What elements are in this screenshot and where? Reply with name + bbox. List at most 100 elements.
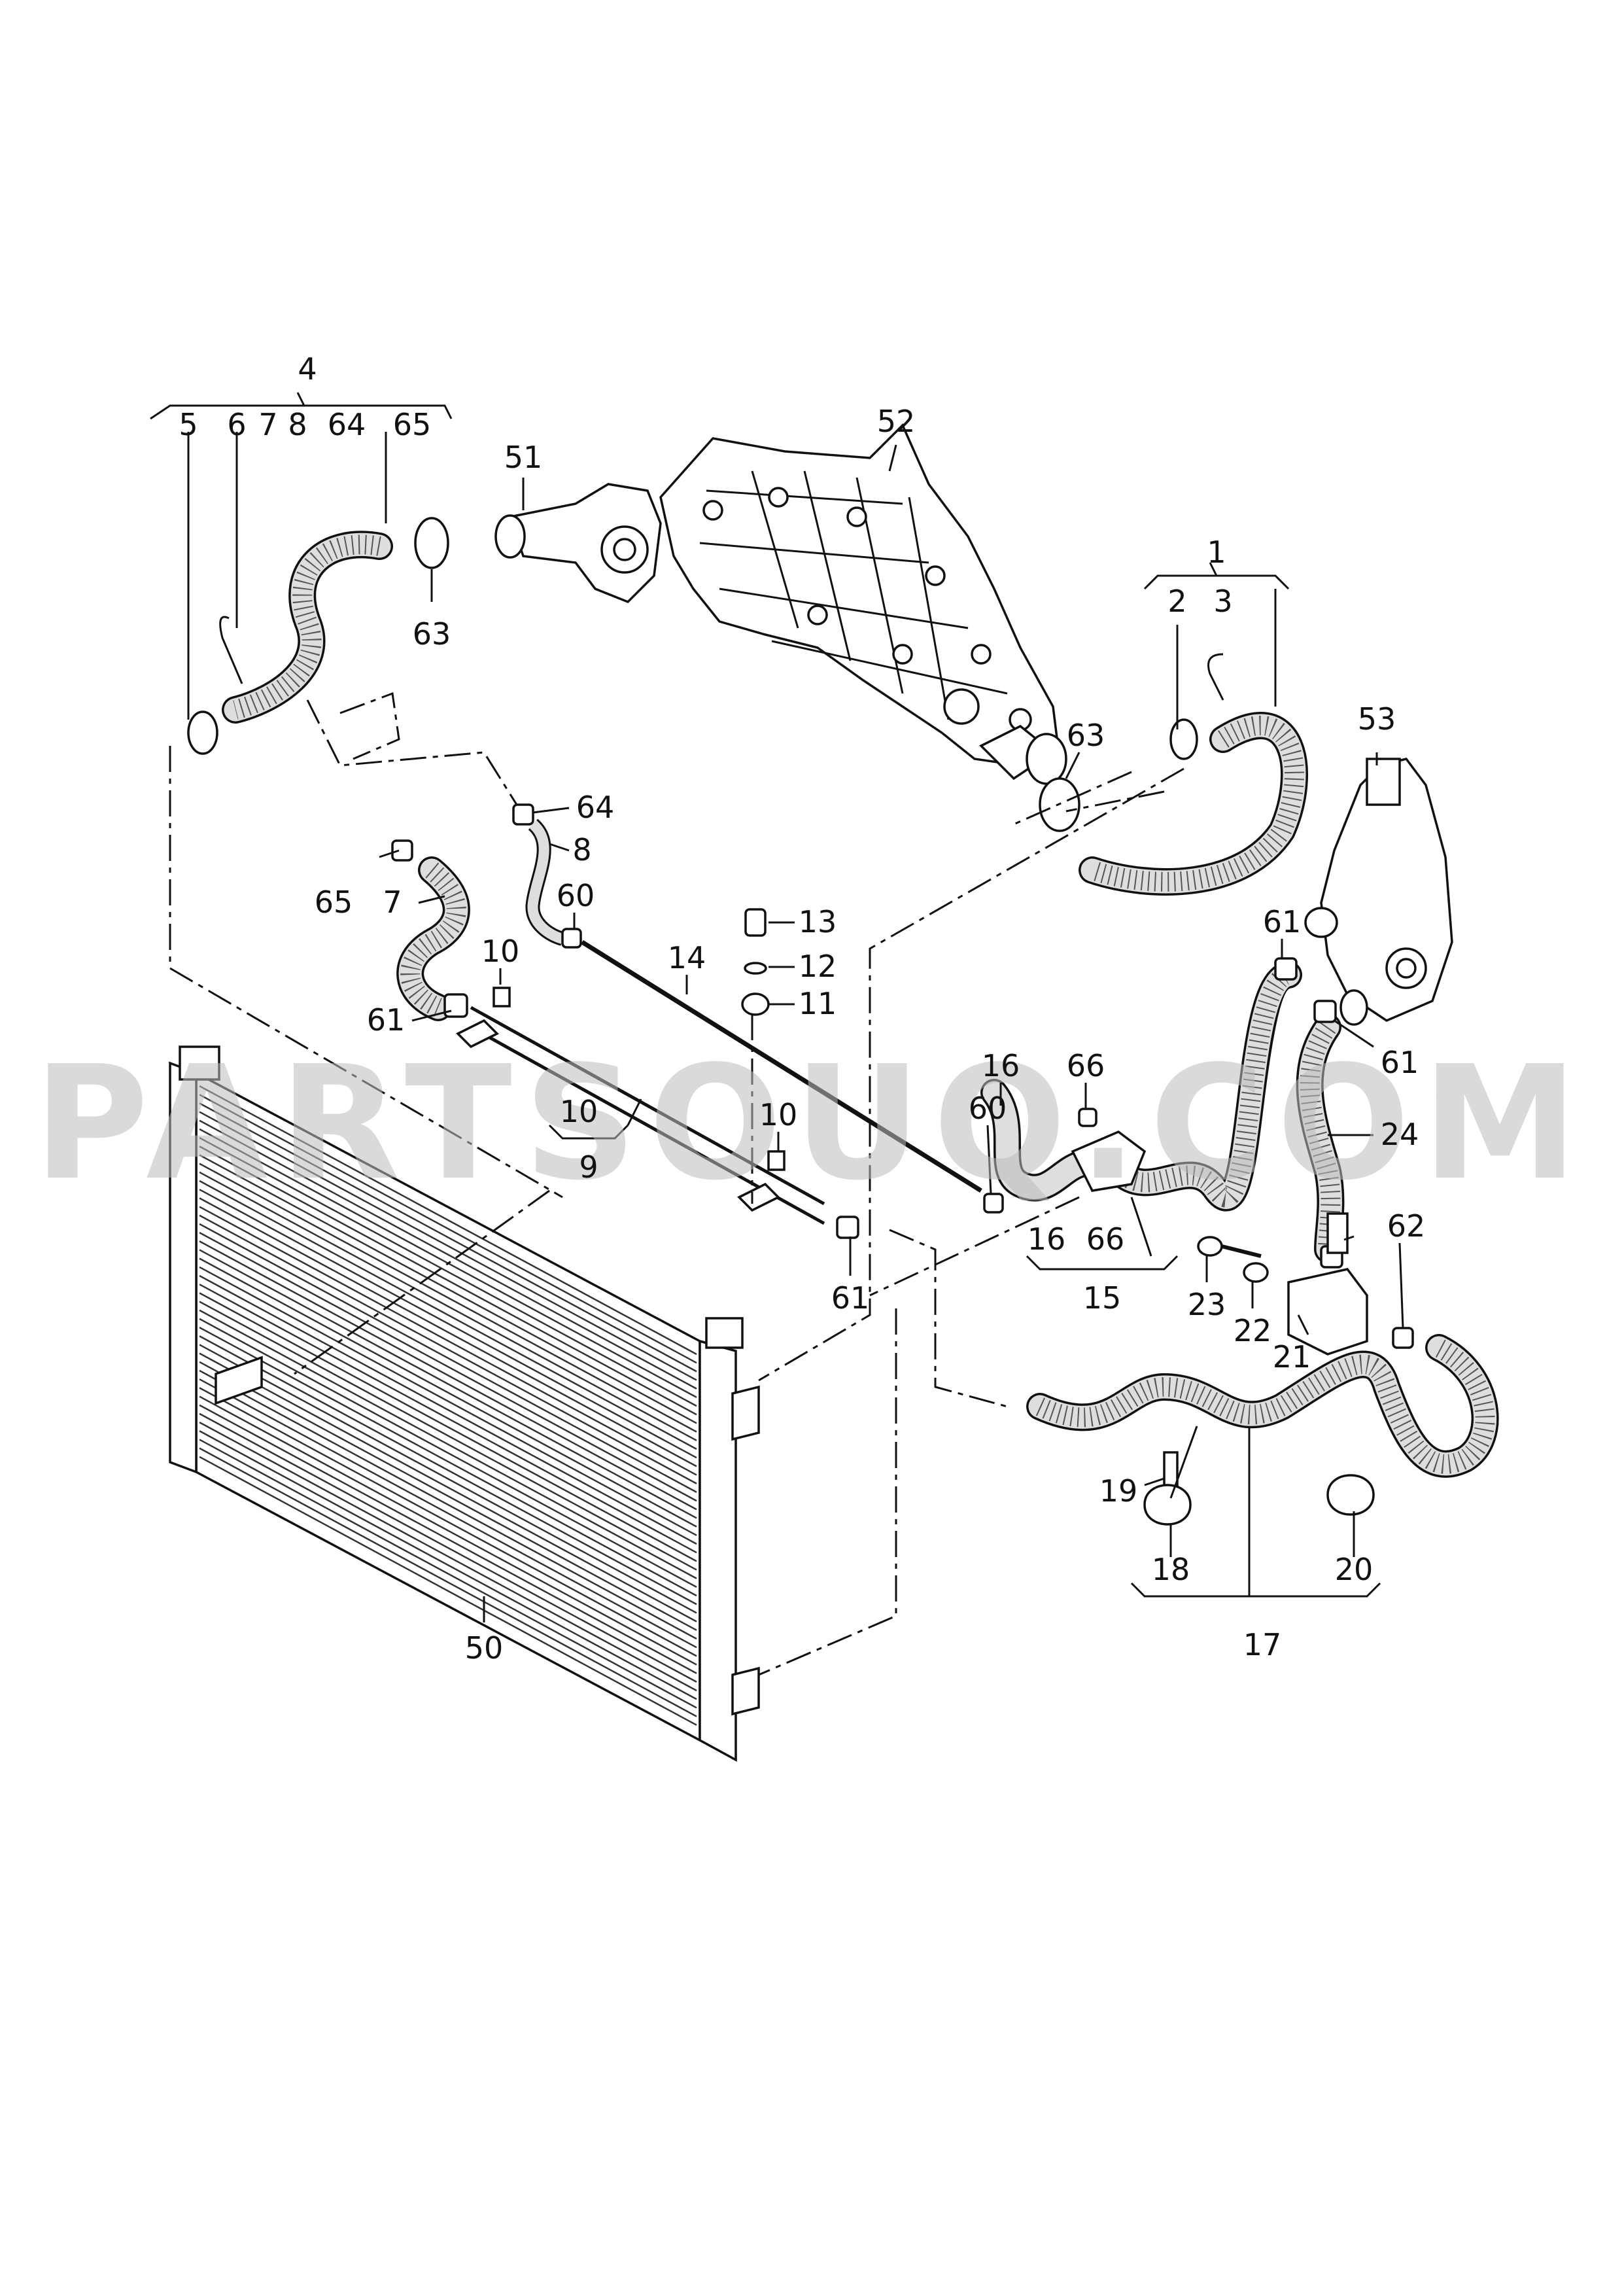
callout-24: 24 [1381,1117,1419,1152]
callout-3: 3 [1213,584,1232,619]
radiator-fin [199,1119,697,1390]
callout-9: 9 [579,1149,598,1185]
callout-51: 51 [504,440,543,475]
radiator-fin [199,1412,697,1683]
radiator [169,1045,760,1762]
callout-12: 12 [799,949,837,984]
radiator-fin [199,1136,697,1407]
dashed-leader-lines [169,692,1184,1676]
radiator-fin [199,1171,697,1441]
clamp-61-b [836,1216,859,1239]
callout-labels: 4 5 6 7 8 64 65 52 51 63 1 2 3 63 53 64 … [179,351,1425,1666]
callout-16-a: 16 [982,1048,1020,1083]
radiator-fin [199,1284,697,1554]
radiator-fin [199,1301,697,1571]
clamp-62-b [1392,1327,1414,1349]
radiator-fin [199,1456,697,1726]
radiator-fin [199,1257,697,1528]
callout-65-b: 65 [315,885,353,920]
callout-63-top: 63 [413,616,451,652]
radiator-fin [199,1361,697,1631]
radiator-fin [199,1378,697,1649]
callout-5: 5 [179,407,198,442]
radiator-fin [199,1421,697,1692]
connector-elbow [1071,1130,1147,1192]
radiator-fin [199,1154,697,1424]
callout-60-a: 60 [557,878,595,913]
callout-8-b: 8 [572,832,591,867]
radiator-fin [199,1292,697,1562]
callout-13: 13 [799,904,837,939]
callout-10-c: 10 [759,1097,798,1132]
radiator-fin [199,1111,697,1381]
callout-53: 53 [1358,701,1396,737]
callout-19: 19 [1099,1473,1138,1509]
leader-lines [150,392,1404,1622]
clamp-65 [391,839,413,862]
callout-4: 4 [298,351,317,387]
clamp-60-b [983,1193,1004,1214]
radiator-fin [199,1274,697,1545]
retaining-clip-6 [219,616,243,684]
clamp-18 [1143,1484,1192,1526]
callout-62: 62 [1387,1208,1426,1244]
valve-outlet [1326,1212,1349,1254]
callout-64-b: 64 [576,790,615,825]
callout-18: 18 [1152,1552,1190,1587]
pipe-14 [581,940,982,1193]
radiator-fin [199,1163,697,1433]
callout-10-a: 10 [481,934,520,969]
callout-6: 6 [227,407,246,442]
callout-21: 21 [1273,1339,1311,1375]
radiator-fin [199,1352,697,1622]
watermark: PARTSOUQ.COM [33,1032,1589,1215]
radiator-fin [199,1387,697,1657]
thermostat-housing [494,483,662,604]
clamp-64 [512,803,534,826]
radiator-fin [199,1189,697,1459]
callout-66-a: 66 [1067,1048,1105,1083]
clamp-61-a [443,993,468,1018]
washer-12 [744,962,767,975]
callout-60-b: 60 [969,1091,1007,1126]
nut-22 [1243,1262,1269,1283]
callout-61-b: 61 [831,1280,870,1316]
radiator-fin [199,1335,697,1605]
nut-10-b [767,1150,786,1171]
grommet-11 [741,992,770,1016]
radiator-fin [199,1395,697,1666]
radiator-fin [199,1085,697,1356]
radiator-fin [199,1318,697,1588]
callout-64: 64 [328,407,366,442]
radiator-fin [199,1430,697,1700]
callout-16-b: 16 [1028,1221,1066,1257]
engine-block [659,423,1067,785]
clamp-60-a [561,928,582,949]
radiator-fin [199,1223,697,1494]
seal-ring-2 [1169,718,1198,760]
callout-50: 50 [465,1630,504,1666]
radiator-fin [199,1240,697,1511]
radiator-fin [199,1231,697,1502]
callout-1: 1 [1207,534,1226,570]
radiator-fin [199,1206,697,1476]
retaining-clip-3 [1207,653,1224,701]
radiator-fin [199,1197,697,1467]
callout-11: 11 [799,986,837,1021]
radiator-fin [199,1326,697,1597]
callout-66-b: 66 [1086,1221,1125,1257]
bolt-13 [744,908,767,937]
radiator-fin [199,1102,697,1373]
radiator-fin [199,1249,697,1519]
radiator-fin [199,1214,697,1484]
callout-14: 14 [668,940,706,975]
callout-2: 2 [1167,584,1186,619]
small-parts [187,517,1414,1526]
callout-52: 52 [877,404,916,439]
callout-22: 22 [1234,1313,1272,1348]
hoses [222,531,1499,1478]
clamp-61-d [1313,1000,1337,1023]
callout-15: 15 [1083,1280,1122,1316]
callout-61-d: 61 [1381,1045,1419,1080]
